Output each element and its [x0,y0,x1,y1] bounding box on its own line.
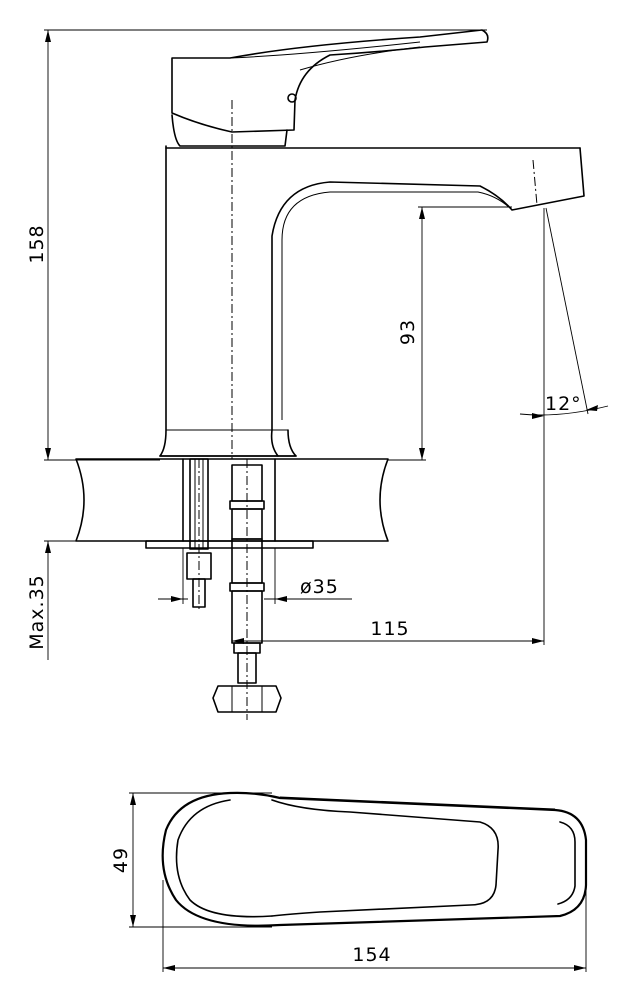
dim-height-158: 158 [26,29,487,461]
dim-spout-height-93: 93 [388,206,512,461]
dim-label-d35: ø35 [300,576,339,598]
faucet-body [159,29,585,457]
mounting-stud [186,458,212,612]
dim-width-49: 49 [110,792,272,928]
side-view: 158 93 12° Max.35 [26,29,609,720]
dim-max-thickness: Max.35 [26,540,76,660]
dim-length-154: 154 [162,880,587,972]
dim-label-158: 158 [26,224,48,263]
dim-label-49: 49 [110,847,132,873]
dim-label-93: 93 [397,319,419,345]
dim-label-max35: Max.35 [26,574,48,650]
dim-label-115: 115 [370,618,409,640]
dim-reach-115: 115 [232,618,544,644]
supply-hose [212,459,282,720]
dim-hole-diameter: ø35 [158,548,352,604]
dim-label-154: 154 [352,944,391,966]
dim-label-12deg: 12° [545,393,582,415]
dim-angle-12: 12° [519,207,609,645]
top-view: 49 154 [110,791,588,972]
